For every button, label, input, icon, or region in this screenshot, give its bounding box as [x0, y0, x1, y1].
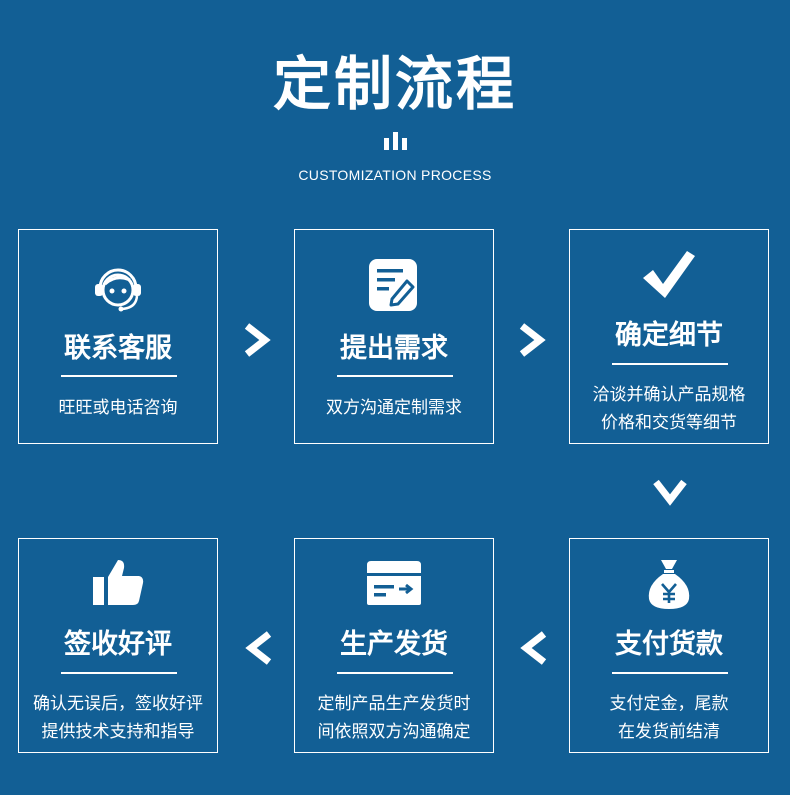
divider: [612, 672, 728, 674]
step-title: 提出需求: [340, 333, 448, 364]
step-title: 签收好评: [64, 629, 172, 660]
step-desc: 提供技术支持和指导: [41, 722, 195, 742]
step-card-payment: 支付货款 支付定金，尾款 在发货前结清: [569, 538, 769, 753]
step-desc: 间依照双方沟通确定: [317, 722, 471, 742]
step-card-production-shipping: 生产发货 定制产品生产发货时 间依照双方沟通确定: [294, 538, 494, 753]
chevron-right-icon: [244, 323, 271, 357]
divider: [337, 672, 453, 674]
step-card-submit-requirements: 提出需求 双方沟通定制需求: [294, 229, 494, 444]
divider: [612, 363, 728, 365]
checkmark-icon: [570, 248, 768, 302]
page-subtitle: CUSTOMIZATION PROCESS: [298, 167, 492, 183]
divider: [61, 672, 177, 674]
divider: [61, 375, 177, 377]
chevron-right-icon: [519, 323, 546, 357]
step-title: 确定细节: [615, 320, 723, 351]
chevron-left-icon: [245, 631, 272, 665]
delivery-truck-icon: [295, 559, 493, 607]
step-desc: 定制产品生产发货时: [317, 694, 471, 714]
money-bag-icon: [570, 557, 768, 611]
step-desc: 支付定金，尾款: [609, 694, 729, 714]
step-desc: 在发货前结清: [618, 722, 720, 742]
step-title: 联系客服: [64, 333, 172, 364]
step-desc: 价格和交货等细节: [601, 413, 737, 433]
divider: [337, 375, 453, 377]
step-desc: 双方沟通定制需求: [326, 398, 462, 418]
edit-document-icon: [295, 257, 493, 313]
step-desc: 旺旺或电话咨询: [58, 398, 178, 418]
customer-service-icon: [19, 256, 217, 320]
chevron-down-icon: [653, 479, 687, 506]
step-desc: 洽谈并确认产品规格: [592, 385, 746, 405]
step-title: 生产发货: [340, 629, 448, 660]
page-title: 定制流程: [272, 50, 517, 118]
step-desc: 确认无误后，签收好评: [33, 694, 203, 714]
chevron-left-icon: [520, 631, 547, 665]
step-card-confirm-details: 确定细节 洽谈并确认产品规格 价格和交货等细节: [569, 229, 769, 444]
thumbs-up-icon: [19, 557, 217, 607]
step-card-contact-service: 联系客服 旺旺或电话咨询: [18, 229, 218, 444]
step-title: 支付货款: [615, 629, 723, 660]
step-card-sign-review: 签收好评 确认无误后，签收好评 提供技术支持和指导: [18, 538, 218, 753]
decorative-bars-icon: [381, 132, 411, 150]
